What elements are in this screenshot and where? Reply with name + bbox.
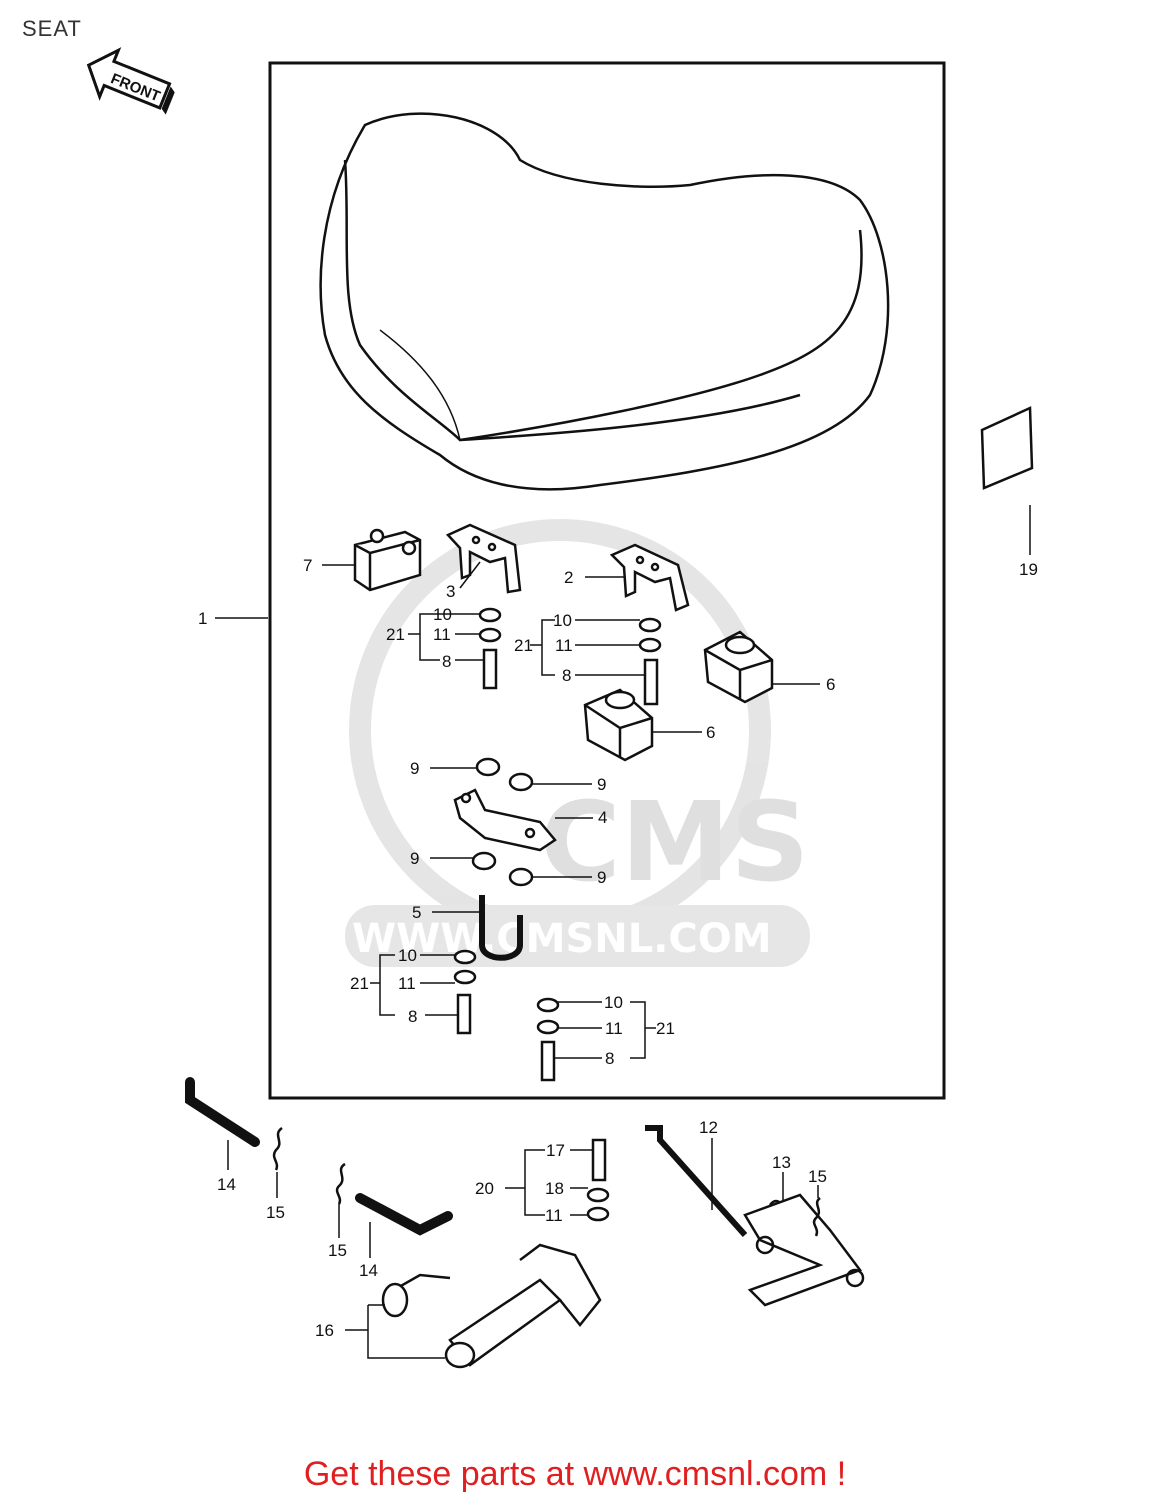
callout-15a: 15 xyxy=(266,1203,285,1222)
callout-10c: 10 xyxy=(398,946,417,965)
label-card-icon xyxy=(980,406,1034,490)
washer-10-icon xyxy=(536,997,560,1013)
callout-13: 13 xyxy=(772,1153,791,1172)
callout-14a: 14 xyxy=(217,1175,236,1194)
footer-link[interactable]: Get these parts at www.cmsnl.com ! xyxy=(303,1455,847,1493)
callout-14b: 14 xyxy=(359,1261,378,1280)
front-arrow-icon: FRONT xyxy=(86,47,175,115)
callout-11b: 11 xyxy=(555,636,573,655)
callout-8b: 8 xyxy=(562,666,571,685)
callout-15c: 15 xyxy=(808,1167,827,1186)
callout-7: 7 xyxy=(303,556,312,575)
callout-5: 5 xyxy=(412,903,421,922)
washer-11-icon xyxy=(638,637,662,653)
page-title: SEAT xyxy=(22,16,82,41)
callout-6b: 6 xyxy=(706,723,715,742)
catch-assembly-icon xyxy=(743,1193,865,1307)
callout-18: 18 xyxy=(545,1179,564,1198)
callout-8c: 8 xyxy=(408,1007,417,1026)
callout-3: 3 xyxy=(446,582,455,601)
bracket-3-icon xyxy=(445,523,522,594)
washer-11-icon xyxy=(536,1019,560,1035)
bolt-8-icon xyxy=(643,658,659,706)
bolt-8-icon xyxy=(456,993,472,1035)
washer-11-icon xyxy=(478,627,502,643)
callout-11a: 11 xyxy=(433,625,451,644)
callout-8d: 8 xyxy=(605,1049,614,1068)
callout-9c: 9 xyxy=(410,849,419,868)
clip-15a-icon xyxy=(272,1126,283,1171)
watermark-brand: CMS xyxy=(540,778,809,906)
callout-10a: 10 xyxy=(433,605,452,624)
callout-16: 16 xyxy=(315,1321,334,1340)
callout-21a: 21 xyxy=(386,625,405,644)
callout-6a: 6 xyxy=(826,675,835,694)
callout-11d: 11 xyxy=(605,1019,623,1038)
washer-10-icon xyxy=(478,607,502,623)
callout-12: 12 xyxy=(699,1118,718,1137)
u-bolt-5-icon xyxy=(479,895,523,961)
callout-19: 19 xyxy=(1019,560,1038,579)
damper-6b-icon xyxy=(583,688,654,762)
callout-21c: 21 xyxy=(350,974,369,993)
callout-17: 17 xyxy=(546,1141,565,1160)
callout-2: 2 xyxy=(564,568,573,587)
nut-9-icon xyxy=(475,757,501,777)
nut-9-icon xyxy=(508,772,534,792)
bolt-8-icon xyxy=(482,648,498,690)
callout-15b: 15 xyxy=(328,1241,347,1260)
watermark: CMS WWW.CMSNL.COM xyxy=(345,519,810,967)
bolt-8-icon xyxy=(540,1040,556,1082)
washer-11-icon xyxy=(453,969,477,985)
pin-14a-icon xyxy=(185,1077,260,1147)
callout-8a: 8 xyxy=(442,652,451,671)
callout-20: 20 xyxy=(475,1179,494,1198)
callout-9b: 9 xyxy=(597,775,606,794)
nut-9-icon xyxy=(471,851,497,871)
damper-6a-icon xyxy=(703,630,774,704)
callout-11c: 11 xyxy=(398,974,416,993)
callout-21b: 21 xyxy=(514,636,533,655)
washer-11-icon xyxy=(586,1206,610,1222)
nut-9-icon xyxy=(508,867,534,887)
parts-diagram: CMS WWW.CMSNL.COM FRONT xyxy=(86,47,1038,1369)
lock-16-icon xyxy=(381,1243,602,1369)
callout-1: 1 xyxy=(198,609,207,628)
clip-15b-icon xyxy=(335,1162,346,1205)
callout-11e: 11 xyxy=(545,1206,563,1225)
washer-10-icon xyxy=(453,949,477,965)
callout-10b: 10 xyxy=(553,611,572,630)
seat-assembly-frame xyxy=(268,61,946,1100)
callout-10d: 10 xyxy=(604,993,623,1012)
plate-4-icon xyxy=(453,788,557,852)
seat-icon xyxy=(319,112,890,491)
bracket-2-icon xyxy=(609,543,690,612)
callout-4: 4 xyxy=(598,808,607,827)
pin-14b-icon xyxy=(355,1193,453,1236)
washer-10-icon xyxy=(638,617,662,633)
callout-21d: 21 xyxy=(656,1019,675,1038)
clip-15c-icon xyxy=(812,1197,821,1237)
damper-7-icon xyxy=(353,528,422,592)
bolt-17-icon xyxy=(591,1138,607,1182)
callout-9d: 9 xyxy=(597,868,606,887)
washer-18-icon xyxy=(586,1187,610,1203)
hook-12-icon xyxy=(645,1125,748,1238)
callout-9a: 9 xyxy=(410,759,419,778)
